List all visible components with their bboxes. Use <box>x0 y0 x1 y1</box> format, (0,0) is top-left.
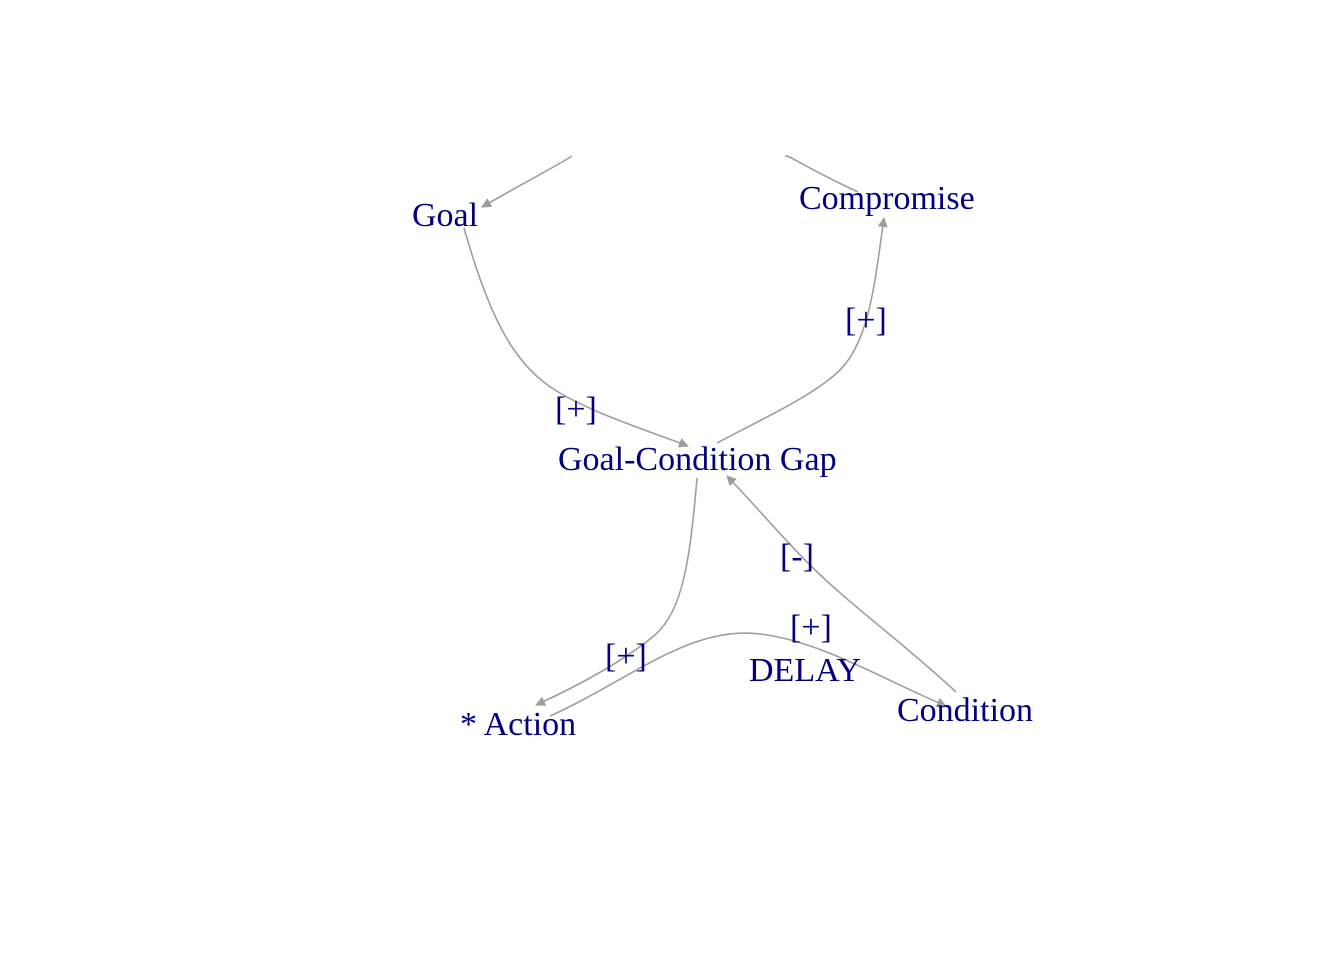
edge-action-to-condition <box>549 632 947 717</box>
node-compromise: Compromise <box>799 180 975 217</box>
edge-compromise-to-goal <box>482 155 859 207</box>
edge-label-goal-to-gap: [+] <box>555 391 597 428</box>
delay-label: DELAY <box>749 652 861 689</box>
edge-label-action-to-condition: [+] <box>790 609 832 646</box>
edge-gap-to-action <box>535 477 698 706</box>
node-goal-condition-gap: Goal-Condition Gap <box>558 441 837 478</box>
node-condition: Condition <box>897 692 1033 729</box>
node-action: * Action <box>460 706 576 743</box>
edge-gap-to-compromise <box>716 217 888 444</box>
edge-label-gap-to-compromise: [+] <box>845 302 887 339</box>
edge-label-gap-to-action: [+] <box>605 638 647 675</box>
edge-label-condition-to-gap: [-] <box>780 538 814 575</box>
edge-goal-to-gap <box>463 227 689 448</box>
edge-condition-to-gap <box>726 475 957 693</box>
node-goal: Goal <box>412 197 478 234</box>
